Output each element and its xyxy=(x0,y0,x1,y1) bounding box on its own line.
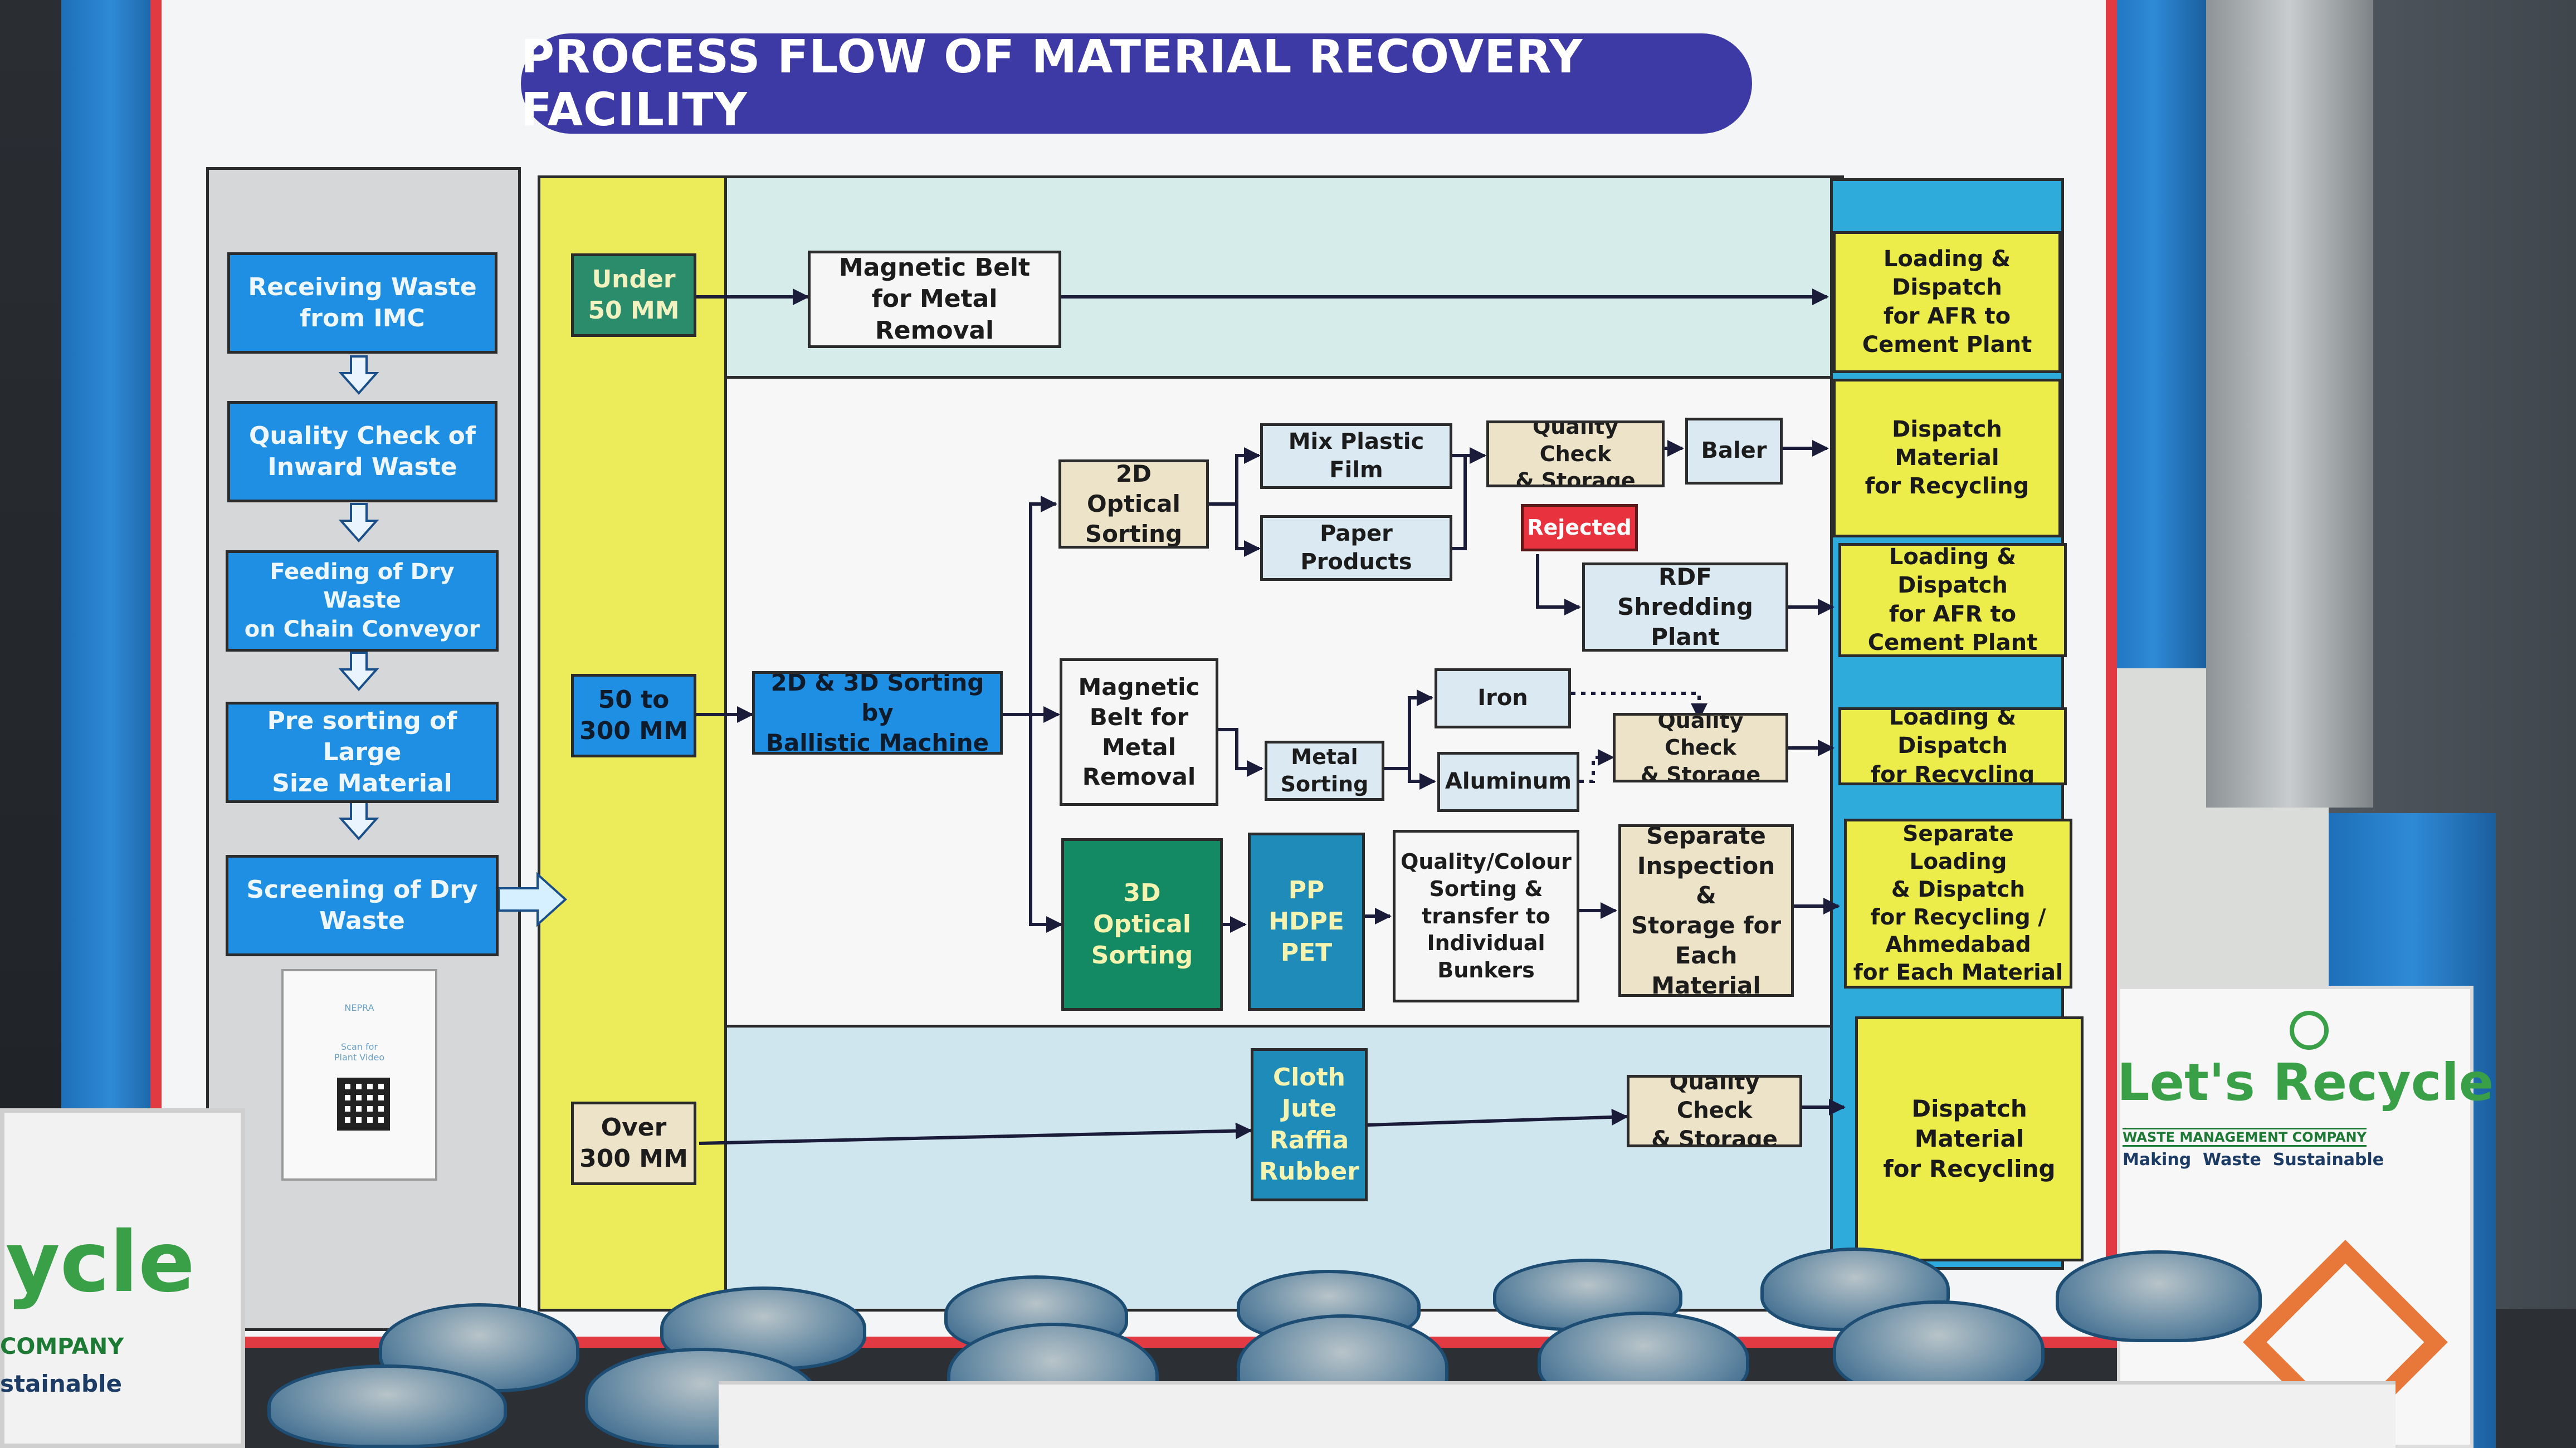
size-over-300mm: Over 300 MM xyxy=(571,1102,696,1185)
rejected-badge: Rejected xyxy=(1521,504,1638,551)
output-recycling-1: Dispatch Material for Recycling xyxy=(1833,379,2061,537)
quality-colour-sorting: Quality/Colour Sorting & transfer to Ind… xyxy=(1393,830,1579,1002)
aluminum: Aluminum xyxy=(1437,752,1579,812)
white-barrier xyxy=(719,1381,2396,1448)
mix-plastic-film: Mix Plastic Film xyxy=(1260,423,1452,489)
baler: Baler xyxy=(1685,418,1783,485)
cloth-jute-raffia-rubber: Cloth Jute Raffia Rubber xyxy=(1251,1048,1368,1201)
separate-inspection: Separate Inspection & Storage for Each M… xyxy=(1618,824,1794,997)
step-feeding-conveyor: Feeding of Dry Waste on Chain Conveyor xyxy=(226,550,499,652)
optical-sorting-2d: 2D Optical Sorting xyxy=(1058,459,1209,549)
qr-caption: Scan for Plant Video xyxy=(334,1041,385,1063)
sign-left xyxy=(0,1108,245,1448)
step-screening: Screening of Dry Waste xyxy=(226,855,499,956)
board-title: PROCESS FLOW OF MATERIAL RECOVERY FACILI… xyxy=(521,31,1752,136)
quality-check-storage-1: Quality Check & Storage xyxy=(1486,420,1665,487)
basket xyxy=(2056,1250,2262,1342)
shed-structure xyxy=(2206,0,2373,808)
size-under-50mm: Under 50 MM xyxy=(571,253,696,337)
output-recycling-2: Loading & Dispatch for Recycling xyxy=(1838,707,2067,785)
metal-sorting: Metal Sorting xyxy=(1265,741,1384,801)
output-afr-cement-1: Loading & Dispatch for AFR to Cement Pla… xyxy=(1833,231,2061,373)
step-quality-check-inward: Quality Check of Inward Waste xyxy=(227,401,497,502)
output-separate-loading: Separate Loading & Dispatch for Recyclin… xyxy=(1844,819,2072,989)
blue-pillar-left xyxy=(61,0,162,1114)
basket xyxy=(267,1364,507,1448)
size-50-300mm: 50 to 300 MM xyxy=(571,674,696,757)
sign-left-company: COMPANY xyxy=(0,1334,124,1359)
step-receiving-waste: Receiving Waste from IMC xyxy=(227,252,497,354)
sign-left-brand: ycle xyxy=(6,1214,195,1311)
iron: Iron xyxy=(1435,668,1571,728)
output-recycling-3: Dispatch Material for Recycling xyxy=(1855,1016,2084,1261)
qr-card xyxy=(281,969,437,1181)
quality-check-storage-2: Quality Check & Storage xyxy=(1613,713,1788,782)
magnetic-belt-top: Magnetic Belt for Metal Removal xyxy=(808,251,1061,348)
sign-right-brand: Let's Recycle xyxy=(2117,1053,2494,1112)
recycle-hand-icon xyxy=(2290,1011,2329,1050)
rdf-shredding-plant: RDF Shredding Plant xyxy=(1582,562,1788,652)
sign-right-tagline: Making Waste Sustainable xyxy=(2123,1150,2384,1170)
blue-pillar-right xyxy=(2100,0,2206,668)
qr-org: NEPRA xyxy=(344,1002,374,1013)
sign-left-tagline: stainable xyxy=(0,1370,123,1397)
output-afr-cement-2: Loading & Dispatch for AFR to Cement Pla… xyxy=(1838,543,2067,657)
sign-right xyxy=(2117,986,2473,1448)
magnetic-belt-mid: Magnetic Belt for Metal Removal xyxy=(1060,658,1218,806)
sign-right-company: WASTE MANAGEMENT COMPANY xyxy=(2123,1128,2367,1147)
paper-products: Paper Products xyxy=(1260,515,1452,581)
step-pre-sorting: Pre sorting of Large Size Material xyxy=(226,702,499,803)
quality-check-storage-3: Quality Check & Storage xyxy=(1627,1075,1802,1147)
qr-code[interactable] xyxy=(337,1078,390,1131)
pp-hdpe-pet: PP HDPE PET xyxy=(1248,833,1365,1011)
ballistic-machine: 2D & 3D Sorting by Ballistic Machine xyxy=(752,671,1003,755)
optical-sorting-3d: 3D Optical Sorting xyxy=(1061,838,1223,1011)
